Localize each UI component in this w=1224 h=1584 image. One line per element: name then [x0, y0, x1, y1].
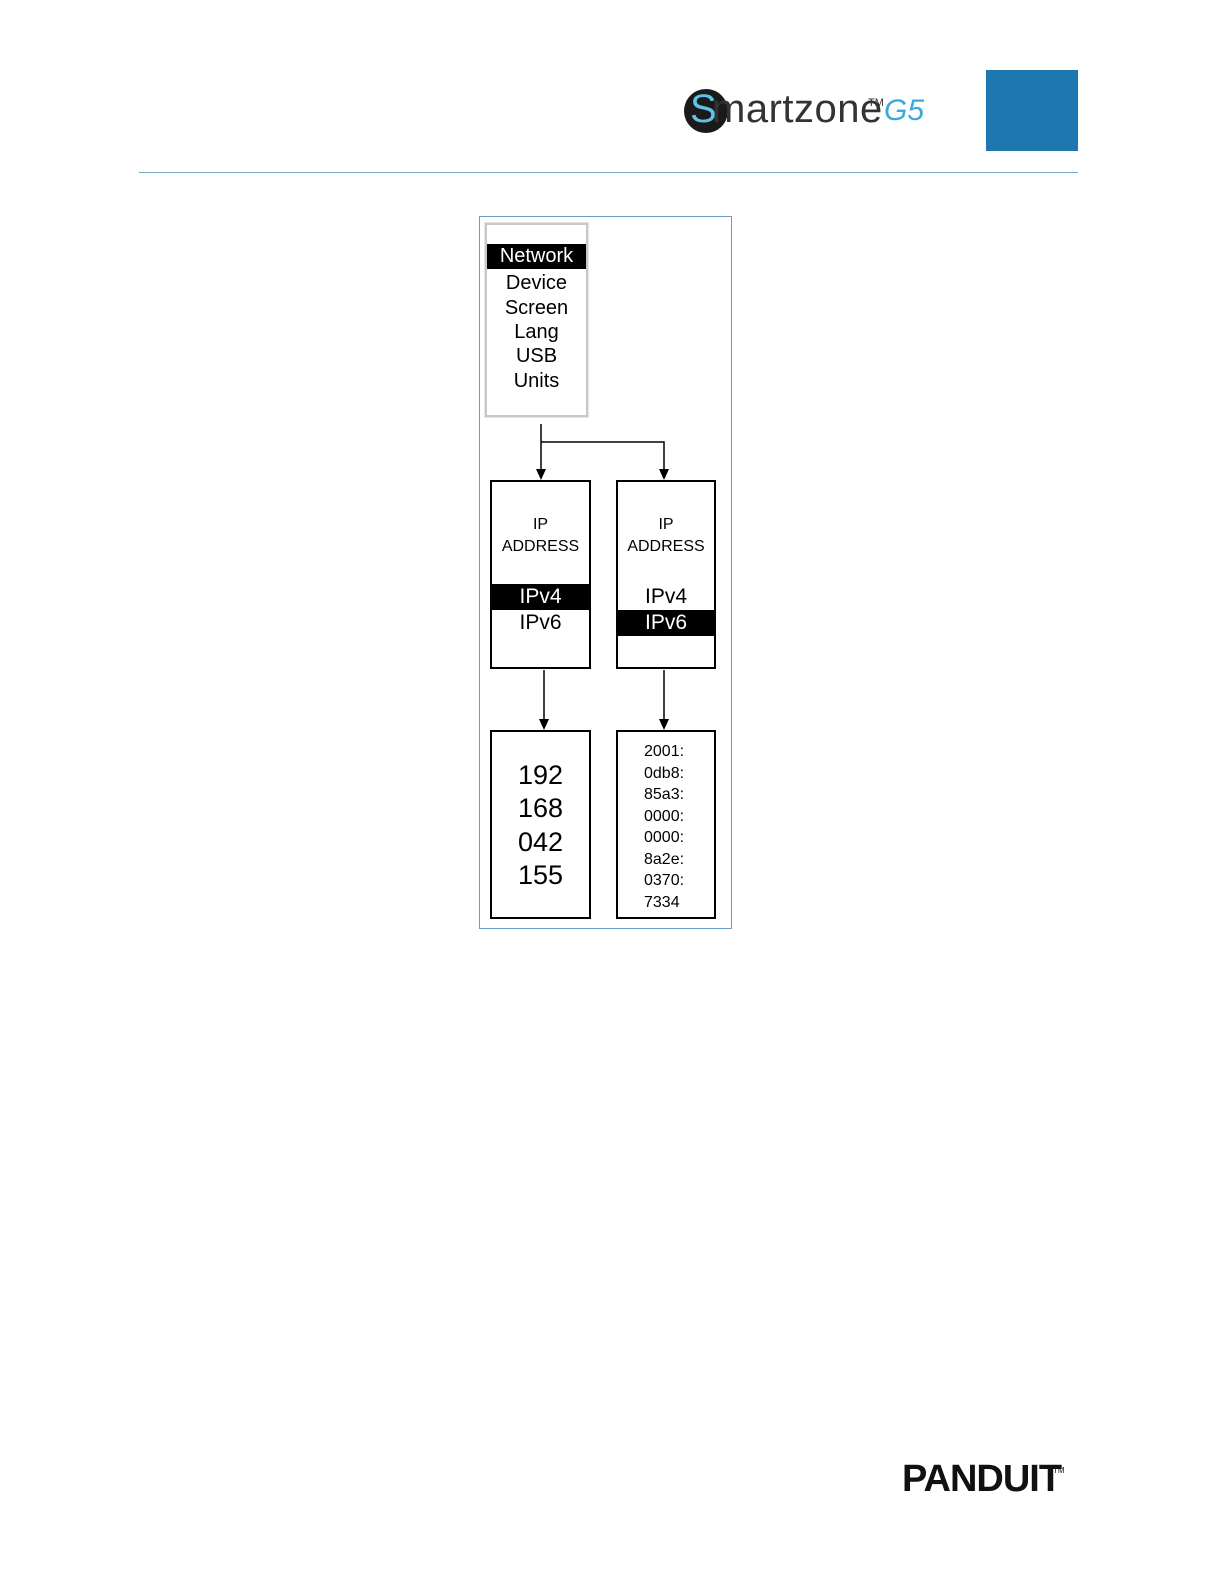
ipv6-address-screen: 2001: 0db8: 85a3: 0000: 0000: 8a2e: 0370…: [616, 730, 716, 919]
panduit-trademark: TM: [1053, 1466, 1065, 1475]
ipv6-group: 7334: [644, 892, 680, 914]
ipv4-octet: 168: [492, 792, 589, 825]
arrowhead-icon: [539, 719, 549, 730]
ip-address-screen-ipv6: IP ADDRESS IPv4 IPv6: [616, 480, 716, 669]
arrowhead-icon: [659, 719, 669, 730]
ipv6-group: 2001:: [644, 741, 684, 763]
connector-menu-to-ipv6: [541, 442, 664, 470]
arrowhead-icon: [659, 469, 669, 480]
ipv6-group: 8a2e:: [644, 849, 684, 871]
panduit-logo: PANDUIT: [902, 1458, 1061, 1501]
ipv6-group: 0000:: [644, 806, 684, 828]
option-ipv4: IPv4: [618, 584, 714, 610]
ip-title-line2: ADDRESS: [618, 536, 714, 558]
ipv4-address-screen: 192 168 042 155: [490, 730, 591, 919]
ipv4-octet: 192: [492, 759, 589, 792]
ipv4-octet: 042: [492, 826, 589, 859]
option-ipv6: IPv6: [492, 610, 589, 636]
ipv6-group: 0db8:: [644, 763, 684, 785]
ipv6-group: 85a3:: [644, 784, 684, 806]
ip-address-screen-ipv4: IP ADDRESS IPv4 IPv6: [490, 480, 591, 669]
option-ipv4: IPv4: [492, 584, 589, 610]
ipv6-group: 0000:: [644, 827, 684, 849]
ipv6-group: 0370:: [644, 870, 684, 892]
arrowhead-icon: [536, 469, 546, 480]
ip-title-line2: ADDRESS: [492, 536, 589, 558]
ipv4-octet: 155: [492, 859, 589, 892]
option-ipv6: IPv6: [618, 610, 714, 636]
ip-title-line1: IP: [492, 514, 589, 536]
ip-title-line1: IP: [618, 514, 714, 536]
